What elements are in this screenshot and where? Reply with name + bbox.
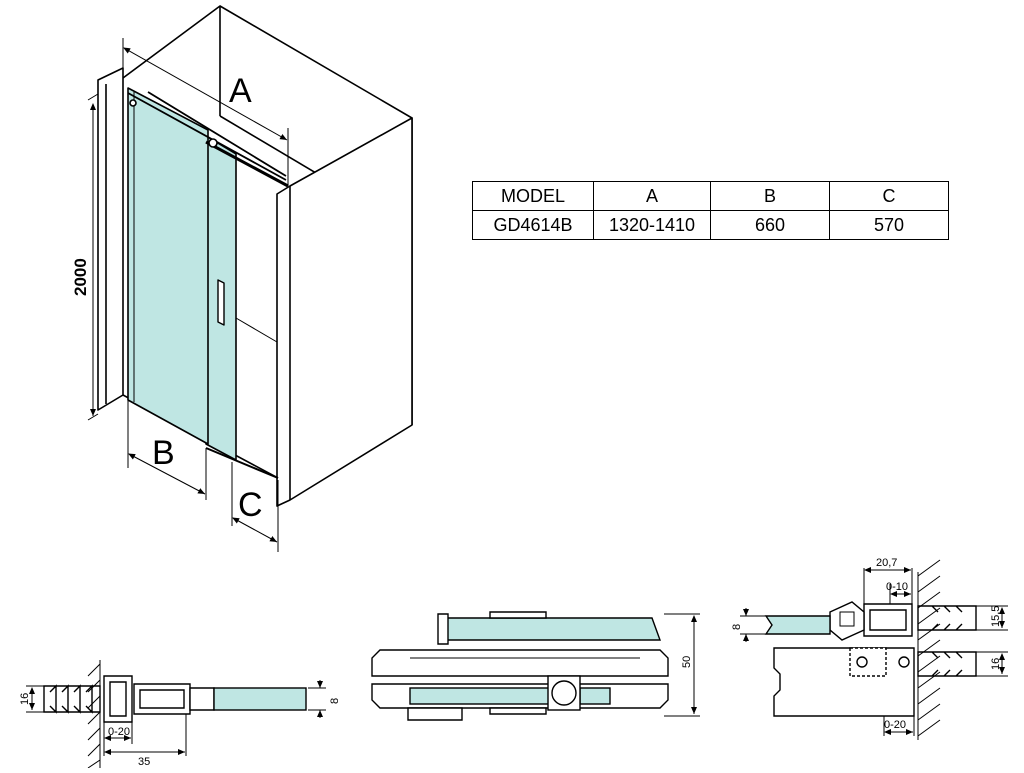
cell-a: 1320-1410 xyxy=(593,210,711,240)
bottom-guide xyxy=(205,447,279,479)
rail-body-top xyxy=(371,649,669,677)
wall-hatch xyxy=(87,660,101,769)
lower-glass-right xyxy=(579,687,611,705)
dim-left-16: 16 xyxy=(19,693,31,705)
bottom-tab xyxy=(489,707,547,715)
spec-table-header: MODEL A B C xyxy=(472,181,949,211)
hinge-detail xyxy=(839,611,855,627)
rail-roller-right xyxy=(208,138,218,148)
sliding-door-glass xyxy=(127,87,209,445)
wall-profile xyxy=(103,675,133,723)
dim-right-0-20: 0-20 xyxy=(884,719,906,731)
upper-glass xyxy=(441,617,661,641)
lower-wall-profile xyxy=(773,647,915,717)
screw-1 xyxy=(856,656,868,668)
dim-right-0-10: 0-10 xyxy=(886,581,908,593)
lower-profile-box xyxy=(849,647,887,677)
profile-clamp xyxy=(189,687,215,711)
rail-roller-left xyxy=(129,99,137,107)
dim-mid-50: 50 xyxy=(681,656,693,668)
shower-isometric-view xyxy=(87,5,413,552)
dimension-a xyxy=(122,38,289,186)
screw-2 xyxy=(898,656,910,668)
dim-left-35: 35 xyxy=(138,756,150,768)
cell-c: 570 xyxy=(829,210,949,240)
dim-right-16: 16 xyxy=(990,658,1002,670)
header-model: MODEL xyxy=(472,181,594,211)
dimension-c xyxy=(231,462,279,552)
dim-right-15-5: 15,5 xyxy=(990,606,1002,627)
lower-plug xyxy=(917,651,977,677)
header-b: B xyxy=(710,181,830,211)
header-c: C xyxy=(829,181,949,211)
detail-right-profile xyxy=(740,559,1008,740)
left-wall-panel xyxy=(97,67,124,411)
top-rail-bar xyxy=(205,140,289,188)
dimension-height xyxy=(87,93,99,421)
header-a: A xyxy=(593,181,711,211)
glass-section-left xyxy=(213,687,307,711)
label-height: 2000 xyxy=(71,258,90,296)
dim-right-8: 8 xyxy=(731,624,743,630)
spec-table: MODEL A B C GD4614B 1320-1410 660 570 xyxy=(472,181,949,240)
dim-left-0-20: 0-20 xyxy=(108,726,130,738)
label-a: A xyxy=(229,72,252,110)
lower-glass xyxy=(409,687,551,705)
door-handle xyxy=(217,279,225,326)
table-row: GD4614B 1320-1410 660 570 xyxy=(472,210,949,240)
cell-model: GD4614B xyxy=(472,210,594,240)
upper-clip xyxy=(437,613,449,645)
wall-plug xyxy=(43,684,101,714)
wall-hatch-right xyxy=(917,559,941,740)
detail-roller-section xyxy=(371,611,700,721)
dim-right-20-7: 20,7 xyxy=(876,557,897,569)
roller-wheel xyxy=(551,680,577,706)
dim-left-8: 8 xyxy=(329,698,341,704)
cell-b: 660 xyxy=(710,210,830,240)
label-b: B xyxy=(152,434,175,472)
wall-recess xyxy=(235,154,278,343)
detail-wall-profile xyxy=(26,660,326,769)
bottom-clip xyxy=(407,707,463,721)
top-profile xyxy=(863,603,913,637)
label-c: C xyxy=(238,486,263,524)
upper-top-bar xyxy=(489,611,547,619)
profile-insert xyxy=(133,683,191,715)
glass-section-right xyxy=(764,615,831,635)
dimension-b xyxy=(127,400,207,500)
right-wall-panel xyxy=(276,117,413,507)
